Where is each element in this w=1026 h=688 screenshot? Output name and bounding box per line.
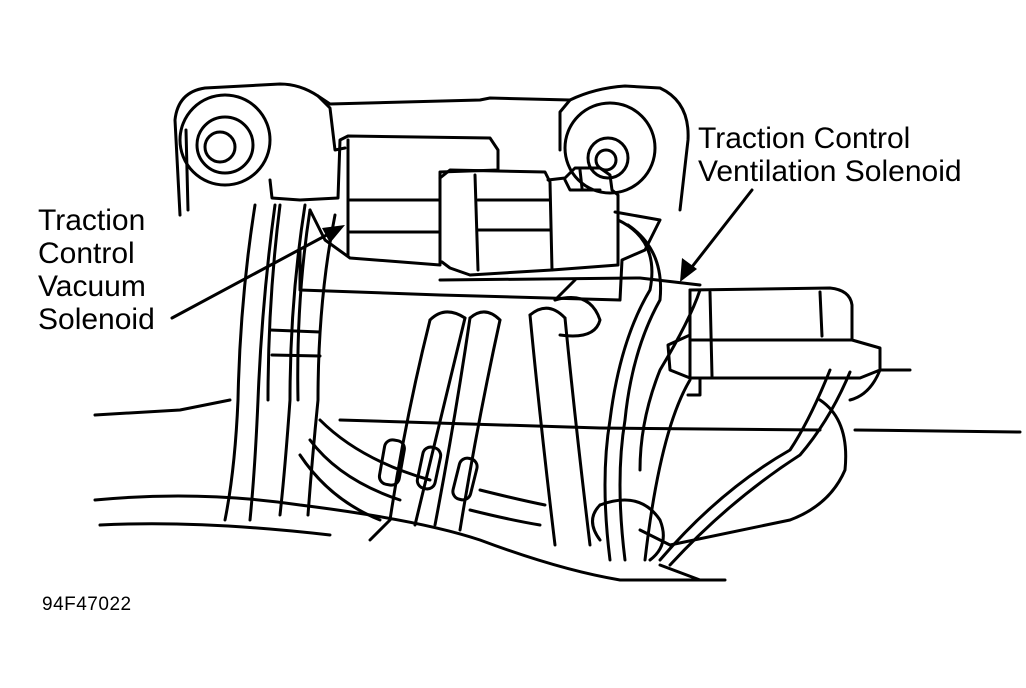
callout-line: Traction Control (698, 122, 911, 155)
arrowhead-ventilation (680, 258, 697, 282)
hoses (223, 203, 592, 547)
callout-line: Vacuum (38, 270, 146, 303)
lower-grommet (591, 368, 882, 562)
figure-code: 94F47022 (42, 594, 132, 615)
callout-line: Ventilation Solenoid (698, 155, 962, 188)
callout-line: Traction (38, 204, 146, 237)
ventilation-solenoid-body (666, 286, 882, 397)
left-mounting-boss (178, 93, 272, 187)
arrowhead-vacuum (322, 225, 345, 243)
vacuum-solenoid-callout: Traction Control Vacuum Solenoid (38, 204, 155, 336)
background-structure (93, 368, 1022, 582)
wiring (603, 218, 852, 582)
callout-line: Control (38, 237, 135, 270)
leader-arrow-vacuum (170, 228, 338, 320)
ventilation-solenoid-callout: Traction Control Ventilation Solenoid (698, 122, 962, 188)
right-mounting-boss (563, 101, 657, 195)
vacuum-solenoid-body (268, 134, 500, 267)
callout-line: Solenoid (38, 303, 155, 336)
leader-arrow-ventilation (686, 188, 754, 274)
center-connector (438, 166, 620, 277)
